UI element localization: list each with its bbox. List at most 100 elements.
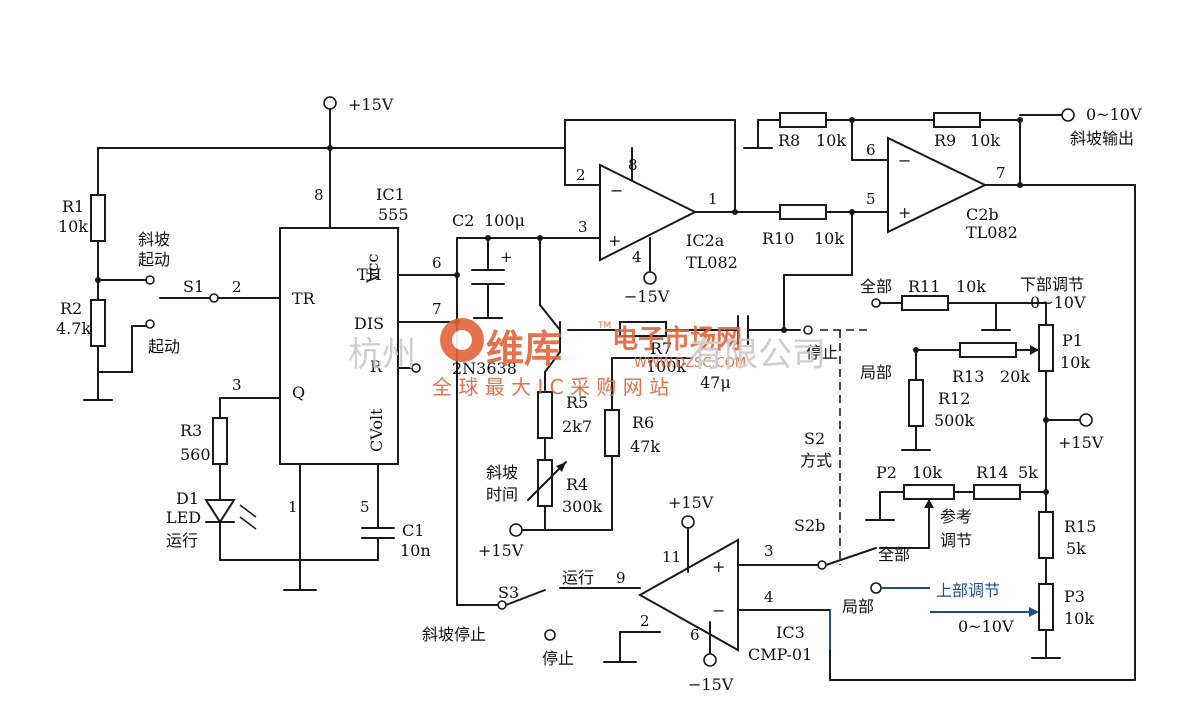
watermark-left: 杭州 [348,335,416,375]
r3-value: 560 [180,445,211,464]
s1-start-contact[interactable] [145,319,155,329]
c2-value: 100μ [484,211,525,230]
p1-potentiometer[interactable] [1038,324,1054,372]
s2-mode-switch: S2 方式 S2b [794,329,877,570]
r2-ref: R2 [60,299,82,318]
r6-value: 47k [630,437,660,456]
ic2a-vminus-terminal [643,271,657,285]
s3-stop-contact[interactable] [544,629,556,641]
ic3-name: IC3 [776,623,805,642]
p3-potentiometer[interactable] [1038,583,1054,631]
ic1-555-timer: IC1 555 TH TR DIS R Q CVolt Vcc 6 7 3 1 … [219,185,458,591]
s2-local-contact-2[interactable] [870,582,882,594]
p1-ref: P1 [1062,331,1083,350]
ic3-pin-noninv: 3 [764,542,774,560]
output-terminal [1061,108,1075,122]
ic3-pin-vminus: 6 [690,626,700,644]
ic1-pin-vcc: Vcc [363,253,382,284]
svg-text:+: + [500,248,513,266]
ic1-pin-cv: CVolt [367,408,386,452]
p1-vplus-label: +15V [1058,433,1104,452]
r9-value: 10k [970,131,1000,150]
lower-adjust-network: 全部 R11 10k 下部调节 0~10V P1 10k +15V R13 20… [860,275,1104,493]
p2-label-1: 参考 [940,507,972,526]
s2-all-contact-1[interactable] [871,298,881,308]
r12-resistor [908,379,924,427]
svg-text:−: − [712,601,725,620]
ic1-pin-th: TH [357,265,382,284]
r11-resistor [901,295,949,311]
ic3-pin-vplus: 11 [662,548,681,566]
r4-vplus-label: +15V [478,541,524,560]
ic2a-opamp: − + 2 8 4 −15V 1 IC2a TL082 [564,119,781,306]
p2-ref: P2 [876,463,897,482]
vplus-terminal [323,96,337,110]
ic2b-name: C2b [966,205,999,224]
ic1-pin-q-number: 3 [232,376,242,394]
r12-ref: R12 [938,389,970,408]
watermark-tm: TM [597,321,611,331]
ramp-time-network: 2N3638 R5 2k7 R4 300k 斜坡 时间 +15V R6 47k … [452,211,853,560]
p1-range: 0~10V [1030,293,1086,312]
ic3-pin-inv: 4 [764,588,774,606]
r15-ref: R15 [1064,517,1096,536]
ic1-reset-node [411,363,421,373]
watermark-url: WWW.DZSC.COM [634,356,746,371]
r10-value: 10k [814,229,844,248]
vendor-watermark: 杭州 维库 TM 电子市场网 WWW.DZSC.COM 有限公司 全 球 最 大… [348,318,826,399]
ic3-pin-out: 9 [616,569,626,587]
s1-ramp-start-contact[interactable] [145,275,155,285]
r8-ref: R8 [778,131,800,150]
s2-all-label-2: 全部 [878,545,910,564]
s2-contact-top[interactable] [803,325,813,335]
r1-ref: R1 [62,197,84,216]
p1-vplus-terminal [1079,413,1093,427]
r4-ref: R4 [566,475,588,494]
r14-value: 5k [1018,463,1038,482]
s1-ramp-start-label-2: 起动 [138,250,170,269]
c1-ref: C1 [402,521,424,540]
s2-local-label-2: 局部 [842,597,874,616]
vplus-label: +15V [348,95,394,114]
ic2a-pin-vplus: 8 [628,156,638,174]
svg-text:+: + [608,231,621,250]
s2b-lever[interactable] [825,547,877,566]
d1-type: LED [166,508,201,527]
p2-label-2: 调节 [940,531,972,550]
r4-label-1: 斜坡 [486,463,518,482]
ic2b-part: TL082 [966,223,1018,242]
ic2a-pin-vminus: 4 [632,248,642,266]
ic2b-pin-inv: 6 [866,141,876,159]
ic1-part: 555 [378,205,409,224]
output-label: 斜坡输出 [1070,129,1134,148]
s3-contact[interactable] [497,600,507,610]
s2b-contact[interactable] [817,560,827,570]
r7-ref: R7 [650,339,672,358]
c1-value: 10n [400,541,431,560]
p2-potentiometer[interactable] [903,484,955,500]
r7-value: 100k [646,357,687,376]
ic1-pin-th-number: 6 [432,254,442,272]
ic3-comparator: + − 3 4 +15V 11 −15V 6 运行 9 2 停止 IC3 CMP… [542,493,831,694]
r12-value: 500k [934,411,975,430]
r5-ref: R5 [566,393,588,412]
r2-resistor [90,299,106,347]
ic3-vminus-label: −15V [688,675,734,694]
s2-all-label-1: 全部 [860,277,892,296]
s3-stop-label: 停止 [542,649,574,668]
r1-r2-divider: R1 10k R2 4.7k 斜坡 起动 起动 S1 2 [56,147,281,401]
ic1-body [279,227,399,465]
reference-adjust-network: P2 10k R14 5k 参考 调节 全部 R15 5k P3 10k 局部 … [842,463,1096,659]
r10-resistor [779,204,827,220]
svg-text:+: + [712,557,725,576]
s3-lever[interactable] [505,589,546,606]
s1-ramp-start-label-1: 斜坡 [138,230,170,249]
watermark-middle: 电子市场网 [612,324,742,355]
r4-vplus-terminal [509,523,523,537]
ic2b-pin-noninv: 5 [866,190,876,208]
ic1-pin-cv-number: 5 [360,498,370,516]
led-indicator: R3 560 D1 LED 运行 [166,417,379,561]
svg-text:−: − [898,151,911,170]
q1-part: 2N3638 [452,359,517,378]
